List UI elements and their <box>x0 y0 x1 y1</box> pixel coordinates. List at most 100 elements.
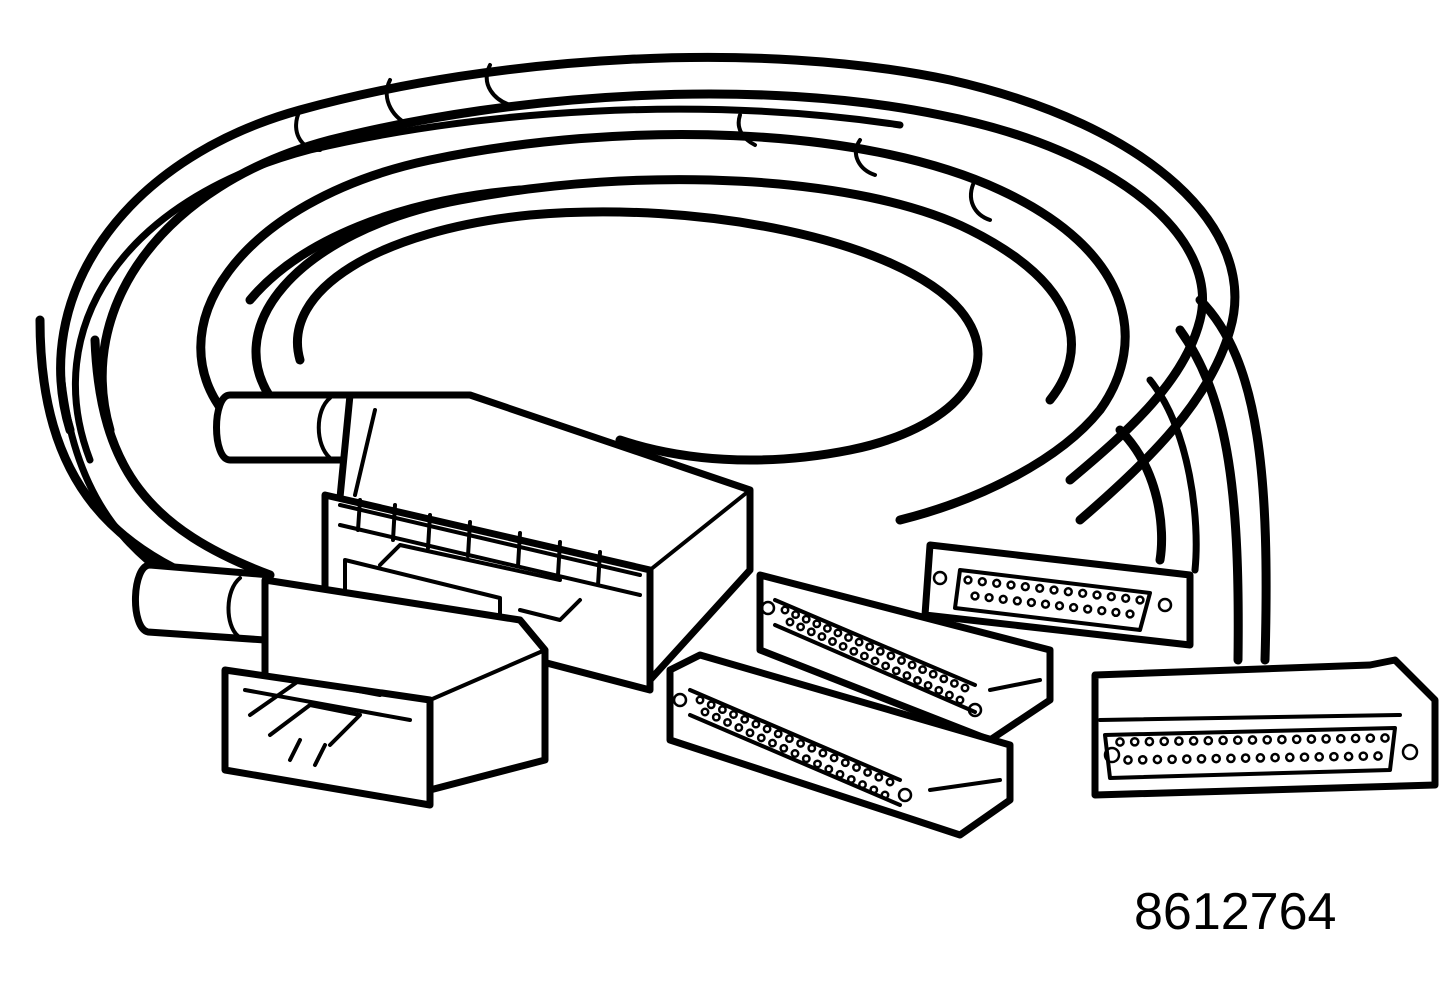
pin-dot <box>858 780 867 790</box>
pin-dot <box>1144 736 1155 747</box>
pin-dot <box>801 754 811 764</box>
pin-dot <box>756 733 766 743</box>
pin-dot <box>1111 607 1121 618</box>
pin-dot <box>1262 734 1273 745</box>
pin-dot <box>859 651 869 661</box>
dsub-connector-upper <box>756 571 1054 744</box>
pin-dot <box>1365 733 1376 744</box>
pin-dot <box>865 642 875 652</box>
small-connector <box>221 576 549 809</box>
pin-dot <box>807 743 817 753</box>
pin-dot <box>934 685 944 695</box>
pin-dot <box>784 734 794 744</box>
pin-dot <box>695 695 705 705</box>
pin-dot <box>1159 736 1170 747</box>
pin-dot <box>711 712 721 722</box>
dsub-25-connector <box>921 541 1194 649</box>
pin-dot <box>791 610 801 620</box>
pin-dot <box>869 785 879 795</box>
pin-dot <box>717 705 727 715</box>
pin-dot <box>1049 585 1059 595</box>
pin-dot <box>1137 754 1148 765</box>
pin-dot <box>1020 582 1030 592</box>
pin-dot <box>780 605 790 615</box>
pin-dot <box>1291 734 1302 745</box>
pin-dot <box>897 656 906 665</box>
pin-dot <box>863 767 873 777</box>
pin-dot <box>1083 604 1093 614</box>
dsub-37-connector <box>1091 656 1439 799</box>
pin-dot <box>870 656 880 666</box>
pin-dot <box>1196 753 1207 764</box>
pin-dot <box>833 628 843 638</box>
pin-dot <box>1306 734 1317 744</box>
pin-dot <box>1092 590 1102 600</box>
pin-dot <box>960 683 970 693</box>
pin-dot <box>1232 735 1243 746</box>
pin-dot <box>818 748 828 758</box>
pin-dot <box>1125 609 1135 619</box>
pin-dot <box>891 666 901 676</box>
pin-dot <box>812 619 822 629</box>
pin-dot <box>835 769 845 779</box>
pin-dot <box>1255 753 1266 763</box>
pin-dot <box>723 717 732 727</box>
pin-dot <box>1188 736 1199 746</box>
pin-dot <box>706 700 716 710</box>
pin-dot <box>1174 736 1184 746</box>
pin-dot <box>1380 733 1390 743</box>
pin-dot <box>977 577 987 587</box>
pin-dot <box>1106 592 1116 602</box>
pin-dot <box>1068 602 1079 613</box>
pin-dot <box>875 646 885 656</box>
pin-dot <box>806 627 816 637</box>
pin-dot <box>949 678 959 688</box>
pin-dot <box>796 622 806 632</box>
pin-dot <box>796 738 806 748</box>
pin-dot <box>1054 601 1065 611</box>
pin-dot <box>849 646 859 656</box>
pin-dot <box>813 759 822 769</box>
cable-boot-upper <box>213 391 364 464</box>
pin-dot <box>817 632 827 642</box>
pin-dot <box>907 660 917 670</box>
pin-dot <box>773 729 783 739</box>
pin-dot <box>1321 734 1331 744</box>
pin-dot <box>955 695 965 705</box>
pin-dot <box>1226 753 1236 764</box>
pin-dot <box>1350 733 1361 744</box>
pin-dot <box>1006 580 1016 590</box>
pin-dot <box>918 665 928 675</box>
dsub-connector-lower <box>666 651 1014 839</box>
pin-dot <box>1115 737 1125 747</box>
pin-dot <box>1335 733 1346 744</box>
pin-dot <box>1135 595 1145 605</box>
pin-dot <box>729 710 738 719</box>
pin-row <box>780 605 970 705</box>
pin-dot <box>790 749 800 758</box>
pin-row <box>695 695 895 800</box>
pin-dot <box>844 633 853 642</box>
pin-dot <box>1121 593 1131 603</box>
cable-coil <box>35 52 1271 665</box>
pin-dot <box>1181 754 1192 764</box>
pin-dot <box>880 790 890 800</box>
pin-dot <box>1040 599 1051 609</box>
pin-dot <box>824 764 834 774</box>
pin-dot <box>1129 736 1140 747</box>
pin-dot <box>992 578 1002 588</box>
pin-dot <box>1343 751 1354 762</box>
pin-dot <box>970 591 980 601</box>
pin-dot <box>1203 735 1214 746</box>
pin-dot <box>902 671 912 681</box>
pin-dot <box>885 777 895 787</box>
pin-dot <box>923 680 933 690</box>
pin-dot <box>913 676 922 685</box>
pin-dot <box>740 714 750 724</box>
pin-dot <box>745 728 755 738</box>
pin-dot <box>1012 596 1022 606</box>
pin-dot <box>998 594 1008 604</box>
pin-dot <box>1097 606 1107 616</box>
pin-dot <box>840 758 850 768</box>
pin-dot <box>1152 754 1163 765</box>
